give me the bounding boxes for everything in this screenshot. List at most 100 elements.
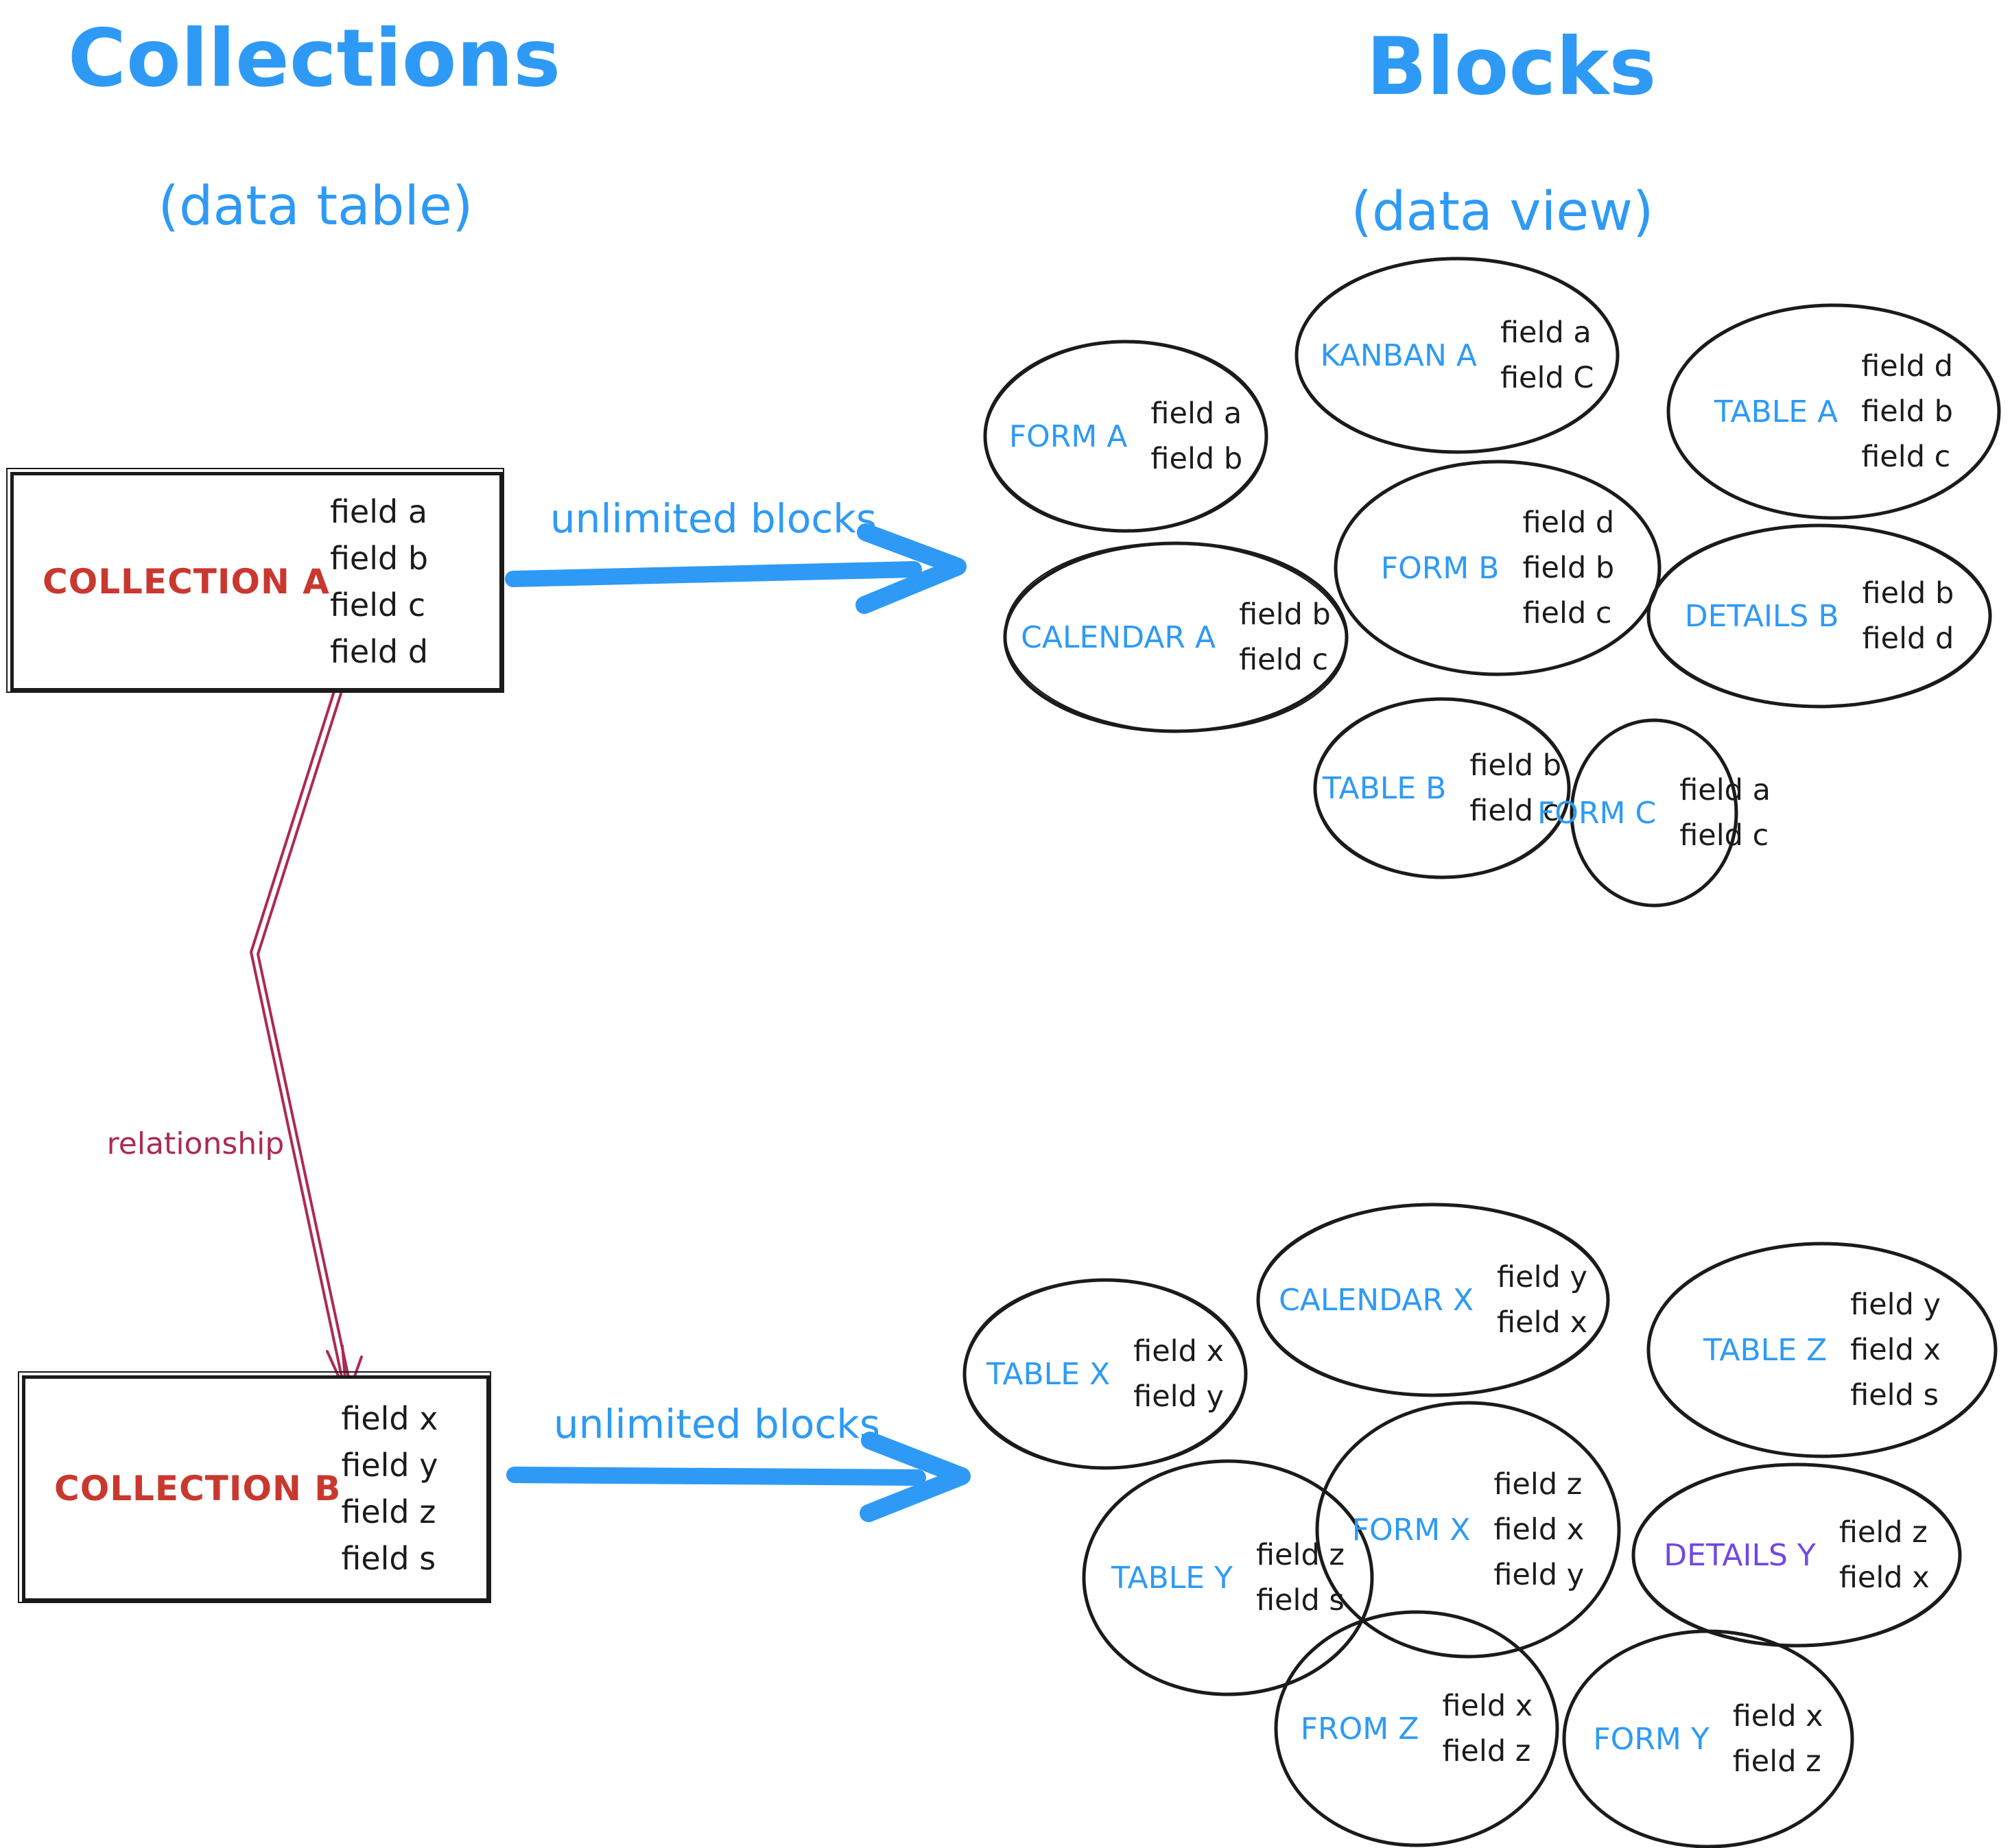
block-ellipse bbox=[1275, 1611, 1559, 1847]
block-ellipse bbox=[1667, 304, 2000, 519]
block-fields: field y field x bbox=[1497, 1255, 1587, 1345]
block-field: field x bbox=[1442, 1689, 1533, 1723]
block-field: field b bbox=[1862, 576, 1954, 611]
block-field: field x bbox=[1497, 1305, 1587, 1340]
block-fields: field b field c bbox=[1239, 592, 1331, 683]
block-field: field a bbox=[1150, 396, 1242, 431]
collection-field: field x bbox=[341, 1400, 438, 1437]
block-ellipse bbox=[1563, 1630, 1854, 1848]
block-calendar-x: CALENDAR X field y field x bbox=[1258, 1205, 1608, 1395]
block-kanban-a: KANBAN A field a field C bbox=[1297, 259, 1618, 452]
block-label: CALENDAR A bbox=[1021, 619, 1216, 655]
relationship-label: relationship bbox=[106, 1126, 285, 1161]
block-field: field x bbox=[1732, 1699, 1823, 1733]
block-form-x: FORM X field z field x field y bbox=[1317, 1403, 1619, 1657]
block-field: field s bbox=[1255, 1583, 1345, 1618]
block-ellipse bbox=[1257, 1203, 1609, 1397]
block-label: FORM X bbox=[1351, 1512, 1471, 1548]
block-label: TABLE A bbox=[1714, 394, 1838, 429]
block-label: FORM A bbox=[1008, 418, 1128, 454]
block-fields: field x field z bbox=[1442, 1683, 1533, 1774]
block-details-y: DETAILS Y field z field x bbox=[1633, 1465, 1960, 1646]
collection-a-fields: field a field b field c field d bbox=[330, 488, 465, 675]
block-fields: field a field C bbox=[1500, 310, 1594, 401]
block-field: field b bbox=[1239, 597, 1331, 632]
collection-a-box: COLLECTION A field a field b field c fie… bbox=[6, 468, 504, 693]
block-fields: field z field x bbox=[1839, 1510, 1930, 1600]
block-fields: field d field b field c bbox=[1522, 500, 1614, 636]
block-field: field C bbox=[1500, 361, 1594, 395]
block-table-z: TABLE Z field y field x field s bbox=[1648, 1244, 1996, 1456]
block-table-a: TABLE A field d field b field c bbox=[1668, 305, 1999, 518]
block-label: FORM B bbox=[1380, 550, 1500, 586]
block-field: field b bbox=[1150, 442, 1243, 476]
block-field: field z bbox=[1732, 1744, 1821, 1779]
block-fields: field x field z bbox=[1733, 1694, 1823, 1784]
collection-b-fields: field x field y field z field s bbox=[341, 1395, 452, 1582]
block-ellipse bbox=[1316, 1401, 1620, 1658]
block-label: TABLE Z bbox=[1703, 1332, 1828, 1368]
unlimited-blocks-label-bottom: unlimited blocks bbox=[553, 1401, 881, 1447]
block-form-c: FORM C field a field c bbox=[1537, 720, 1771, 905]
block-field: field d bbox=[1862, 621, 1954, 656]
collection-field: field d bbox=[329, 633, 429, 670]
block-details-b: DETAILS B field b field d bbox=[1648, 525, 1990, 707]
block-fields: field a field c bbox=[1679, 768, 1771, 858]
block-ellipse bbox=[1632, 1463, 1961, 1647]
block-ellipse bbox=[1570, 719, 1738, 907]
block-ellipse bbox=[1083, 1460, 1373, 1696]
block-table-b: TABLE B field b field c bbox=[1315, 699, 1569, 877]
block-field: field d bbox=[1522, 506, 1615, 540]
block-field: field y bbox=[1497, 1260, 1587, 1294]
block-field: field b bbox=[1861, 394, 1953, 429]
block-field: field z bbox=[1255, 1538, 1345, 1572]
block-ellipse bbox=[1647, 1242, 1997, 1458]
collection-field: field c bbox=[329, 587, 426, 624]
block-fields: field b field d bbox=[1863, 571, 1954, 661]
block-calendar-a: CALENDAR A field b field c bbox=[1005, 543, 1347, 731]
block-label: FORM C bbox=[1537, 795, 1657, 831]
block-label: DETAILS Y bbox=[1664, 1537, 1816, 1573]
block-ellipse bbox=[963, 1279, 1247, 1469]
blocks-subtitle: (data view) bbox=[1351, 181, 1654, 243]
block-fields: field x field y bbox=[1133, 1329, 1224, 1419]
block-ellipse bbox=[1004, 542, 1348, 733]
block-form-a: FORM A field a field b bbox=[985, 342, 1266, 531]
block-field: field x bbox=[1850, 1333, 1941, 1367]
collection-field: field a bbox=[329, 493, 428, 530]
block-field: field y bbox=[1493, 1558, 1585, 1592]
block-form-y: FORM Y field x field z bbox=[1564, 1631, 1852, 1847]
block-field: field b bbox=[1522, 551, 1615, 585]
block-label: TABLE Y bbox=[1111, 1560, 1233, 1596]
block-field: field z bbox=[1493, 1467, 1583, 1502]
block-field: field y bbox=[1133, 1379, 1225, 1414]
block-field: field c bbox=[1469, 794, 1559, 828]
block-field: field y bbox=[1850, 1288, 1941, 1322]
unlimited-blocks-arrow-top bbox=[505, 523, 967, 614]
collection-field: field y bbox=[341, 1447, 438, 1484]
block-field: field z bbox=[1442, 1734, 1531, 1768]
block-fields: field z field x field y bbox=[1493, 1462, 1584, 1598]
block-field: field x bbox=[1133, 1334, 1225, 1369]
collection-field: field b bbox=[329, 540, 429, 577]
block-fields: field b field c bbox=[1469, 743, 1561, 833]
block-label: KANBAN A bbox=[1320, 337, 1477, 373]
block-ellipse bbox=[984, 340, 1268, 532]
block-field: field s bbox=[1850, 1378, 1939, 1412]
block-field: field b bbox=[1469, 748, 1561, 783]
collection-field: field s bbox=[341, 1540, 436, 1577]
block-ellipse bbox=[1314, 698, 1570, 879]
block-ellipse bbox=[1647, 524, 1991, 708]
block-field: field c bbox=[1679, 818, 1769, 853]
block-field: field x bbox=[1493, 1513, 1585, 1547]
block-field: field z bbox=[1838, 1515, 1928, 1550]
block-fields: field a field b bbox=[1150, 391, 1242, 482]
block-field: field a bbox=[1500, 316, 1592, 350]
block-label: FORM Y bbox=[1593, 1721, 1710, 1757]
block-label: TABLE B bbox=[1323, 770, 1447, 806]
block-field: field a bbox=[1679, 773, 1771, 807]
block-label: DETAILS B bbox=[1684, 598, 1839, 634]
block-fields: field z field s bbox=[1256, 1532, 1345, 1623]
